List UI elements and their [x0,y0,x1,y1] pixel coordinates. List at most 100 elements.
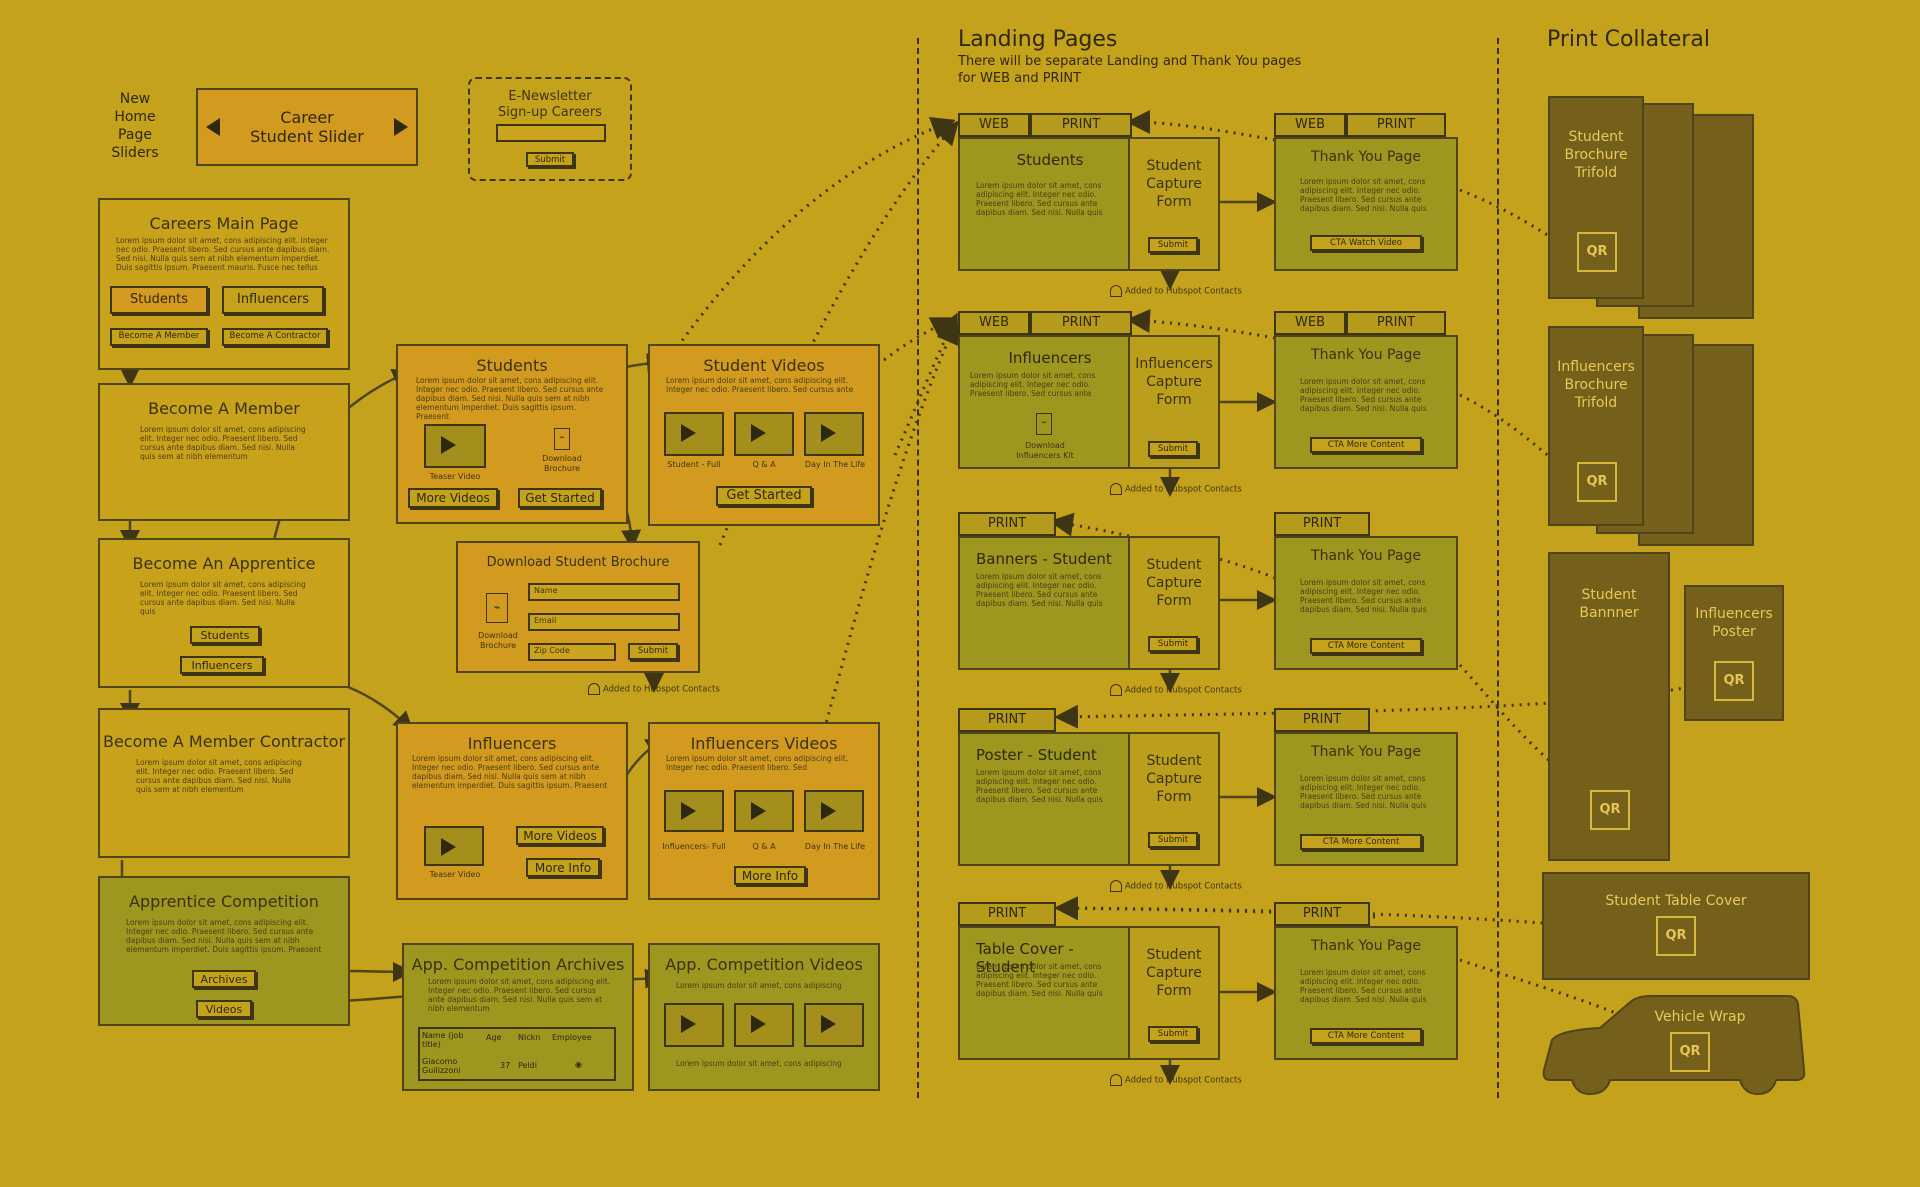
capture-form-submit-button[interactable]: Submit [1148,636,1198,652]
landing-tab-print[interactable]: PRINT [958,708,1056,732]
thank-you-cta-button[interactable]: CTA More Content [1310,1028,1422,1044]
landing-page-title: Poster - Student [976,746,1097,764]
influencer-day-play-icon[interactable] [804,790,864,832]
influencers-more-info-button[interactable]: More Info [526,858,600,877]
table-cell-nickname: Peldi [518,1061,537,1070]
capture-form-submit-button[interactable]: Submit [1148,1026,1198,1042]
table-header-nickname[interactable]: Nickn [518,1033,541,1042]
student-videos-get-started-button[interactable]: Get Started [716,486,812,506]
thank-you-cta-button[interactable]: CTA More Content [1300,834,1422,850]
capture-form-submit-button[interactable]: Submit [1148,237,1198,253]
influencers-more-videos-button[interactable]: More Videos [516,826,604,845]
competition-video-1-play-icon[interactable] [664,1003,724,1047]
table-header-name[interactable]: Name (job title) [422,1031,464,1049]
become-contractor-page: Become A Member Contractor Lorem ipsum d… [98,708,350,858]
landing-tab-web[interactable]: WEB [958,113,1030,137]
thank-tab-print[interactable]: PRINT [1274,512,1370,536]
apprentice-students-button[interactable]: Students [190,626,260,644]
student-videos-page: Student Videos Lorem ipsum dolor sit ame… [648,344,880,526]
competition-videos-title: App. Competition Videos [665,955,863,974]
influencers-button[interactable]: Influencers [222,286,324,314]
brochure-email-field[interactable]: Email [528,613,680,631]
table-cell-employee[interactable]: ◉ [575,1060,582,1069]
thank-tab-print[interactable]: PRINT [1274,708,1370,732]
thank-tab-web[interactable]: WEB [1274,113,1346,137]
influencer-teaser-play-icon[interactable] [424,826,484,866]
landing-tab-print[interactable]: PRINT [1030,311,1132,335]
slider-next-icon[interactable] [394,118,408,136]
landing-page-text: Lorem ipsum dolor sit amet, cons adipisc… [976,962,1103,998]
student-full-caption: Student - Full [667,460,721,469]
competition-video-2-play-icon[interactable] [734,1003,794,1047]
capture-form-submit-button[interactable]: Submit [1148,441,1198,457]
thank-tab-print[interactable]: PRINT [1274,902,1370,926]
slider-prev-icon[interactable] [206,118,220,136]
influencers-page: Influencers Lorem ipsum dolor sit amet, … [396,722,628,900]
students-button[interactable]: Students [110,286,208,314]
competition-video-3-play-icon[interactable] [804,1003,864,1047]
videos-button[interactable]: Videos [196,1000,252,1018]
landing-note-2: for WEB and PRINT [958,71,1082,86]
student-full-play-icon[interactable] [664,412,724,456]
landing-tab-web[interactable]: WEB [958,311,1030,335]
newsletter-email-input[interactable] [496,124,606,142]
landing-page-text: Lorem ipsum dolor sit amet, cons adipisc… [970,371,1096,398]
students-page-title: Students [476,356,548,375]
student-day-play-icon[interactable] [804,412,864,456]
influencer-qa-play-icon[interactable] [734,790,794,832]
table-header-age[interactable]: Age [486,1033,502,1042]
table-cell-name: Giacomo Guilizzoni [422,1057,461,1075]
archives-button[interactable]: Archives [192,970,256,988]
landing-tab-print[interactable]: PRINT [958,902,1056,926]
brochure-submit-button[interactable]: Submit [628,643,678,660]
influencers-kit-pdf-icon[interactable]: ⌁ [1036,413,1052,435]
competition-archives-page: App. Competition Archives Lorem ipsum do… [402,943,634,1091]
thank-you-page: Thank You Page Lorem ipsum dolor sit ame… [1274,926,1458,1060]
brochure-zip-field[interactable]: Zip Code [528,643,616,661]
influencers-page-text: Lorem ipsum dolor sit amet, cons adipisc… [412,754,608,790]
influencer-videos-more-info-button[interactable]: More Info [734,866,806,885]
download-brochure-title: Download Student Brochure [486,555,670,570]
pdf-icon[interactable]: ⌁ [554,428,570,450]
person-icon [1110,684,1122,696]
brochure-name-field[interactable]: Name [528,583,680,601]
become-member-page: Become A Member Lorem ipsum dolor sit am… [98,383,350,521]
thank-you-cta-button[interactable]: CTA Watch Video [1310,235,1422,251]
archives-table: Name (job title) Age Nickn Employee Giac… [418,1027,616,1081]
person-icon [588,683,600,695]
become-contractor-button[interactable]: Become A Contractor [222,328,328,346]
thank-you-page: Thank You Page Lorem ipsum dolor sit ame… [1274,137,1458,271]
qr-code-icon: QR [1670,1032,1710,1072]
students-get-started-button[interactable]: Get Started [518,488,602,508]
student-qa-play-icon[interactable] [734,412,794,456]
teaser-video-play-icon[interactable] [424,424,486,468]
landing-page-title: Students [1016,151,1084,169]
thank-you-title: Thank You Page [1311,149,1421,165]
thank-you-cta-button[interactable]: CTA More Content [1310,638,1422,654]
thank-tab-print[interactable]: PRINT [1346,113,1446,137]
become-member-button[interactable]: Become A Member [110,328,208,346]
student-videos-title: Student Videos [703,356,825,375]
influencer-full-play-icon[interactable] [664,790,724,832]
thank-tab-web[interactable]: WEB [1274,311,1346,335]
landing-tab-print[interactable]: PRINT [1030,113,1132,137]
landing-tab-print[interactable]: PRINT [958,512,1056,536]
thank-you-cta-button[interactable]: CTA More Content [1310,437,1422,453]
newsletter-submit-button[interactable]: Submit [526,152,574,167]
students-more-videos-button[interactable]: More Videos [408,488,498,508]
become-contractor-text: Lorem ipsum dolor sit amet, cons adipisc… [136,758,302,794]
table-header-employee[interactable]: Employee [552,1033,592,1042]
capture-form-submit-button[interactable]: Submit [1148,832,1198,848]
apprentice-influencers-button[interactable]: Influencers [180,656,264,674]
thank-tab-print[interactable]: PRINT [1346,311,1446,335]
